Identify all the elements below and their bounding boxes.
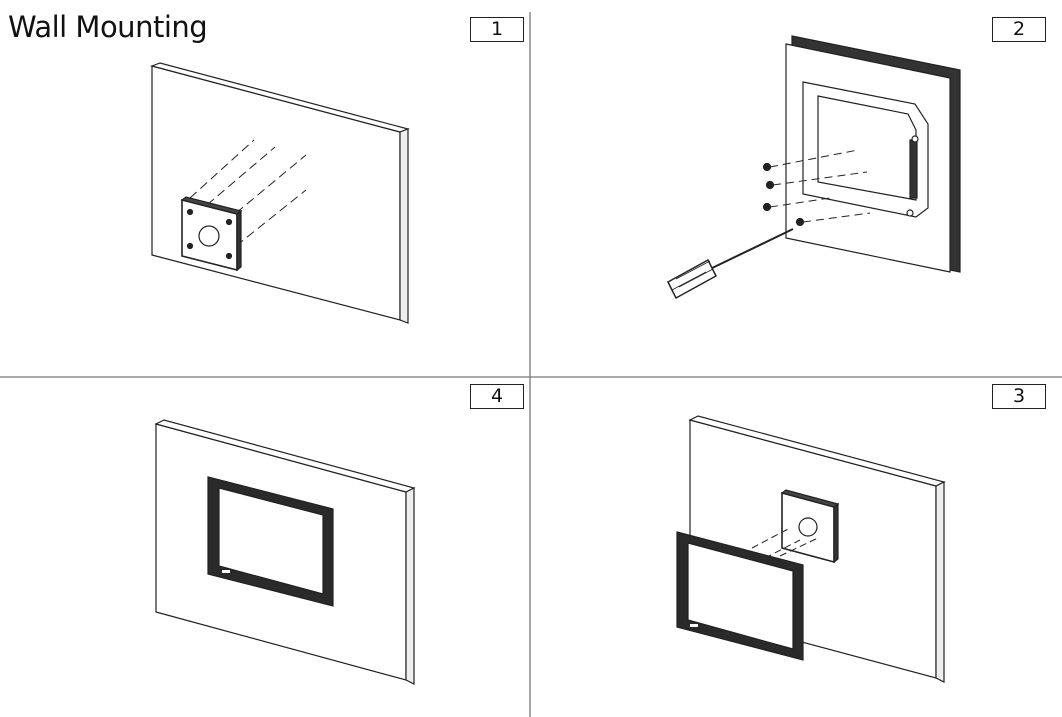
step-number-3: 3 xyxy=(992,384,1046,409)
panel-4-illustration xyxy=(154,419,416,685)
step-number-4: 4 xyxy=(470,384,524,409)
wall-1 xyxy=(151,65,401,321)
step-number-1: 1 xyxy=(470,17,524,42)
panel-1-illustration xyxy=(150,62,410,324)
wall-1-side xyxy=(399,128,409,324)
panel-3-illustration xyxy=(676,415,946,683)
monitor-3-screen xyxy=(687,542,794,650)
mounted-screen xyxy=(218,487,324,595)
page-title: Wall Mounting xyxy=(8,10,208,44)
step-number-2: 2 xyxy=(992,17,1046,42)
screwdriver-shaft xyxy=(707,228,794,271)
panel-2-illustration xyxy=(667,35,961,300)
